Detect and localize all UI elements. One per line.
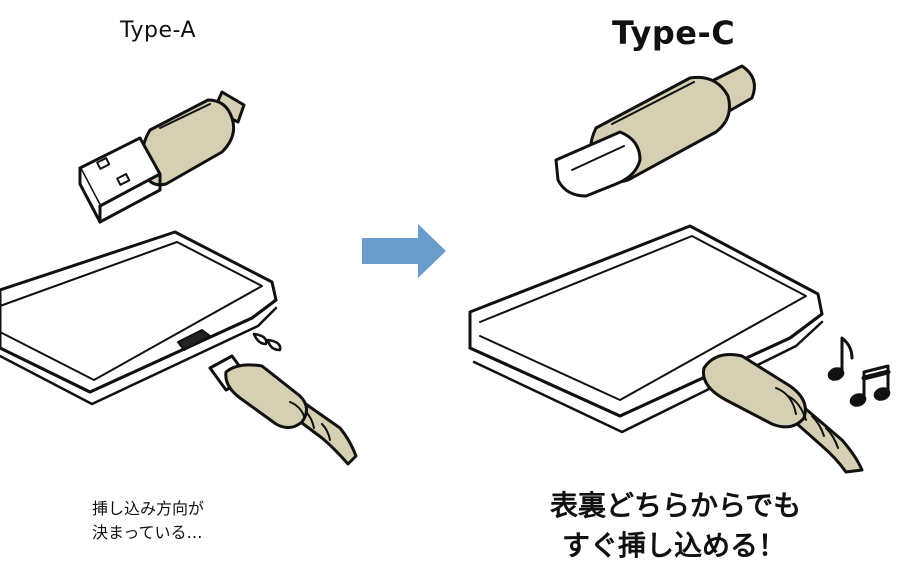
type-c-caption-line1: 表裏どちらからでも: [550, 489, 802, 522]
type-c-caption-line2: すぐ挿し込める！: [562, 529, 787, 562]
type-a-caption: 挿し込み方向が 決まっている…: [92, 497, 204, 545]
sweat-drops-icon: [252, 332, 282, 352]
device-left: [0, 230, 278, 406]
music-notes-icon: [827, 336, 891, 407]
usb-type-c-plug-icon: [554, 64, 756, 198]
type-c-caption: 表裏どちらからでも すぐ挿し込める！: [550, 486, 801, 566]
arrow-right-icon: [362, 224, 446, 278]
type-a-title: Type-A: [120, 18, 197, 43]
type-a-caption-line1: 挿し込み方向が: [92, 499, 205, 518]
usb-type-a-plug-icon: [78, 90, 246, 224]
usb-type-c-cable-left: [208, 354, 358, 466]
type-a-caption-line2: 決まっている…: [92, 523, 203, 542]
usb-type-c-cable-inserted: [701, 353, 864, 474]
type-c-title: Type-C: [612, 14, 736, 52]
